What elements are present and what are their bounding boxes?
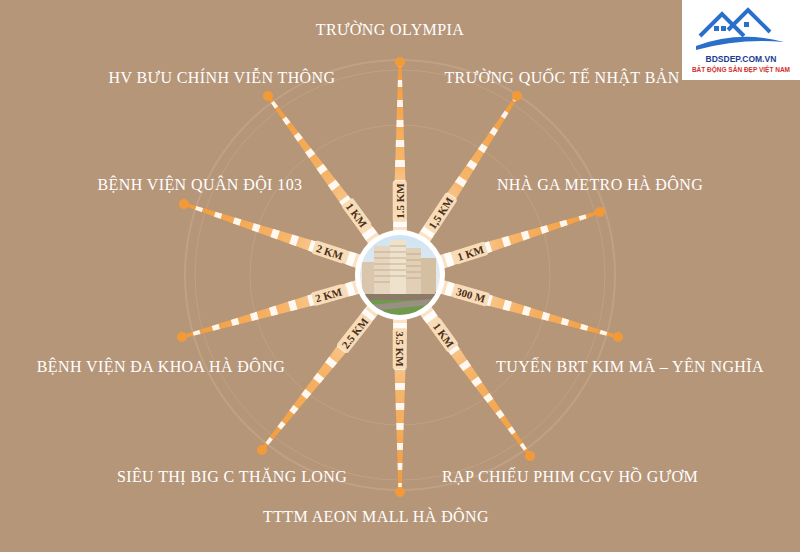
place-label: BỆNH VIỆN ĐA KHOA HÀ ĐÔNG <box>37 357 285 377</box>
place-label: RẠP CHIẾU PHIM CGV HỒ GƯƠM <box>442 467 698 487</box>
logo-text: BDSDEP.COM.VN <box>706 54 777 64</box>
distance-label: 2 KM <box>311 284 347 307</box>
center-photo <box>355 230 445 320</box>
spoke <box>440 211 601 269</box>
spoke <box>261 305 379 451</box>
spoke <box>267 95 380 244</box>
spoke <box>184 203 361 268</box>
end-dot <box>613 332 623 342</box>
place-label: TUYẾN BRT KIM MÃ – YÊN NGHĨA <box>496 357 764 377</box>
place-label: TTTM AEON MALL HÀ ĐÔNG <box>263 507 489 527</box>
place-label: TRƯỜNG OLYMPIA <box>316 20 464 40</box>
spoke-stripes <box>262 310 373 450</box>
spoke-stripes <box>268 96 374 240</box>
spoke-stripes <box>392 62 408 231</box>
end-dot <box>395 487 405 497</box>
place-label: SIÊU THỊ BIG C THĂNG LONG <box>117 467 347 487</box>
spoke-stripes <box>424 96 517 238</box>
end-dot <box>179 199 189 209</box>
place-label: HV BƯU CHÍNH VIỄN THÔNG <box>109 68 336 88</box>
end-dot <box>177 332 187 342</box>
distance-label: 2 KM <box>312 240 348 264</box>
end-dot <box>257 445 267 455</box>
spokes <box>177 57 623 497</box>
spoke <box>182 280 360 338</box>
distance-label: 1,5 KM <box>423 192 457 234</box>
distance-label: 1 KM <box>341 198 372 233</box>
end-dot <box>525 451 535 461</box>
end-dot <box>263 91 273 101</box>
spoke <box>418 95 518 242</box>
spoke <box>420 307 531 457</box>
spoke <box>440 280 618 338</box>
spoke-stripes <box>426 311 530 456</box>
end-dot <box>512 91 522 101</box>
distance-label: 1 KM <box>453 241 489 264</box>
place-label: TRƯỜNG QUỐC TẾ NHẬT BẢN <box>444 68 679 88</box>
spoke <box>393 319 407 492</box>
distance-label: 300 M <box>452 284 490 307</box>
distance-label: 3.5 KM <box>393 328 407 369</box>
logo-panel <box>682 0 800 80</box>
place-label: NHÀ GA METRO HÀ ĐÔNG <box>497 175 703 195</box>
spoke <box>393 62 407 231</box>
distance-label: 1 KM <box>428 318 459 353</box>
distance-label: 1.5 KM <box>393 180 407 221</box>
end-dot <box>595 207 605 217</box>
end-dot <box>395 57 405 67</box>
spoke-stripes <box>392 319 408 492</box>
place-label: BỆNH VIỆN QUÂN ĐỘI 103 <box>98 175 303 195</box>
distance-label: 2.5 KM <box>336 312 373 353</box>
logo-tagline: BẤT ĐỘNG SẢN ĐẸP VIỆT NAM <box>692 66 790 74</box>
